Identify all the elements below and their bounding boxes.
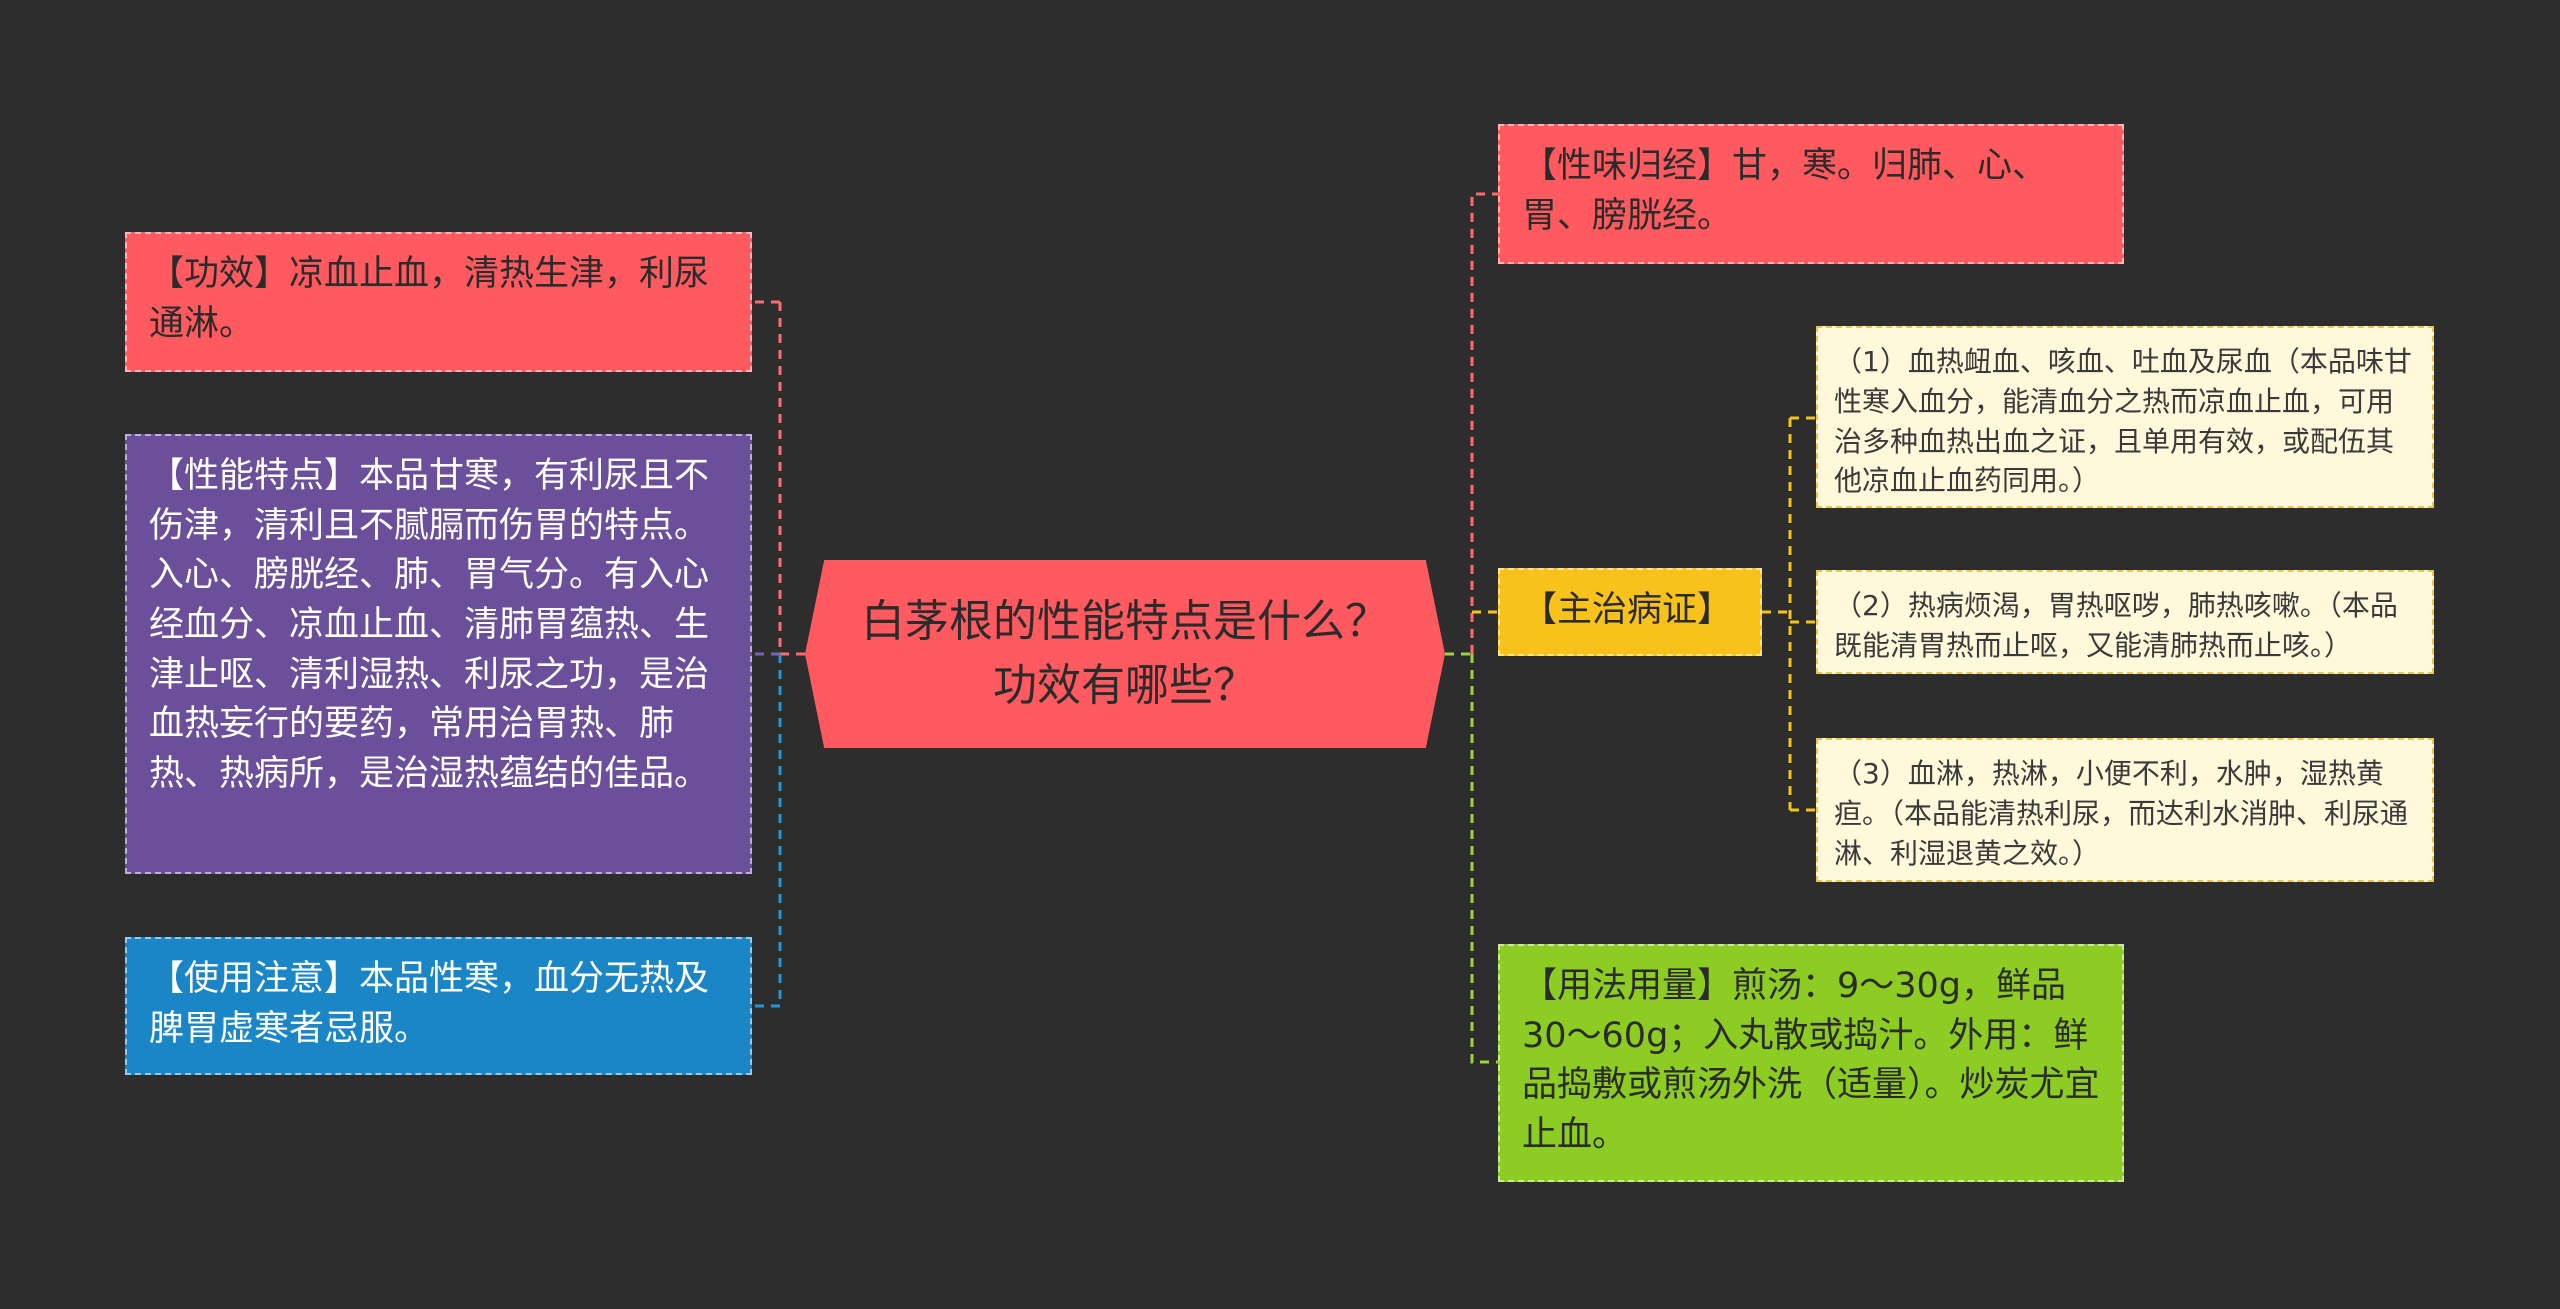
node-xingneng-text: 【性能特点】本品甘寒，有利尿且不伤津，清利且不腻膈而伤胃的特点。入心、膀胱经、肺…	[149, 456, 710, 795]
root-topic[interactable]: 白茅根的性能特点是什么？功效有哪些？	[805, 560, 1445, 748]
node-zhuzhi-1-text: （1）血热衄血、咳血、吐血及尿血（本品味甘性寒入血分，能清血分之热而凉血止血，可…	[1834, 345, 2412, 498]
root-topic-label: 白茅根的性能特点是什么？功效有哪些？	[861, 596, 1389, 711]
connector-xingwei	[1470, 192, 1498, 654]
node-gongxiao-text: 【功效】凉血止血，清热生津，利尿通淋。	[149, 254, 710, 344]
node-yongfa-text: 【用法用量】煎汤：9～30g，鲜品30～60g；入丸散或捣汁。外用：鲜品捣敷或煎…	[1522, 966, 2100, 1156]
connector-left-spine	[778, 302, 805, 1006]
node-zhuyi-text: 【使用注意】本品性寒，血分无热及脾胃虚寒者忌服。	[149, 959, 710, 1049]
node-xingwei-text: 【性味归经】甘，寒。归肺、心、胃、膀胱经。	[1522, 146, 2048, 236]
node-zhuzhi-1[interactable]: （1）血热衄血、咳血、吐血及尿血（本品味甘性寒入血分，能清血分之热而凉血止血，可…	[1816, 326, 2434, 508]
node-gongxiao[interactable]: 【功效】凉血止血，清热生津，利尿通淋。	[125, 232, 752, 372]
node-zhuzhi-text: 【主治病证】	[1522, 590, 1733, 630]
node-xingwei[interactable]: 【性味归经】甘，寒。归肺、心、胃、膀胱经。	[1498, 124, 2124, 264]
connector-zhuyi	[752, 654, 782, 1008]
node-zhuzhi-3-text: （3）血淋，热淋，小便不利，水肿，湿热黄疸。（本品能清热利尿，而达利水消肿、利尿…	[1834, 757, 2409, 870]
node-zhuzhi-3[interactable]: （3）血淋，热淋，小便不利，水肿，湿热黄疸。（本品能清热利尿，而达利水消肿、利尿…	[1816, 738, 2434, 882]
node-xingneng[interactable]: 【性能特点】本品甘寒，有利尿且不伤津，清利且不腻膈而伤胃的特点。入心、膀胱经、肺…	[125, 434, 752, 874]
node-yongfa[interactable]: 【用法用量】煎汤：9～30g，鲜品30～60g；入丸散或捣汁。外用：鲜品捣敷或煎…	[1498, 944, 2124, 1182]
node-zhuyi[interactable]: 【使用注意】本品性寒，血分无热及脾胃虚寒者忌服。	[125, 937, 752, 1075]
node-zhuzhi-2[interactable]: （2）热病烦渴，胃热呕哕，肺热咳嗽。（本品既能清胃热而止呕，又能清肺热而止咳。）	[1816, 570, 2434, 674]
node-zhuzhi[interactable]: 【主治病证】	[1498, 568, 1762, 656]
connector-yongfa	[1470, 654, 1498, 1064]
node-zhuzhi-2-text: （2）热病烦渴，胃热呕哕，肺热咳嗽。（本品既能清胃热而止呕，又能清肺热而止咳。）	[1834, 589, 2398, 662]
connector-zhuzhi-children	[1762, 416, 1816, 812]
